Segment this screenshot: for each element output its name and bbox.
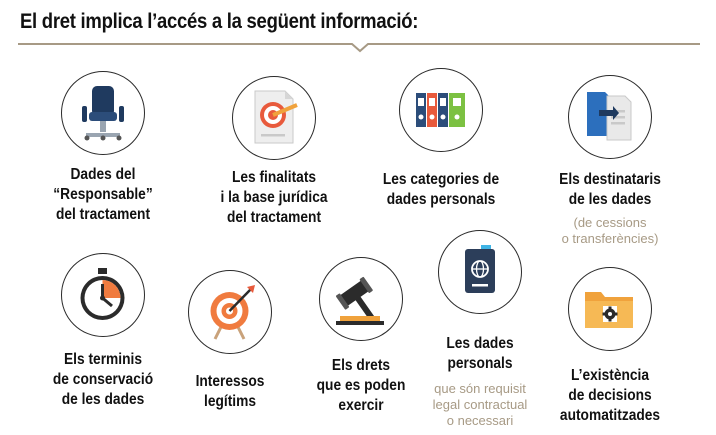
circle-decisions	[568, 267, 652, 351]
label-responsable: Dades del“Responsable”del tractament	[53, 166, 153, 223]
circle-interessos	[188, 270, 272, 354]
folder-gear-icon	[585, 292, 633, 328]
circle-dades-personals	[438, 230, 522, 314]
page-title: El dret implica l’accés a la següent inf…	[20, 10, 419, 33]
binders-icon	[416, 93, 465, 127]
office-chair-icon	[82, 86, 124, 141]
circle-drets	[319, 257, 403, 341]
bullseye-arrow-icon	[210, 285, 255, 340]
gavel-icon	[335, 276, 384, 325]
title-underline	[18, 43, 700, 53]
circle-terminis	[61, 253, 145, 337]
target-document-icon	[254, 90, 298, 144]
circle-finalitats	[232, 76, 316, 160]
circle-responsable	[61, 71, 145, 155]
circle-destinataris	[568, 75, 652, 159]
passport-icon	[465, 245, 495, 293]
circle-categories	[399, 68, 483, 152]
document-transfer-icon	[587, 92, 632, 141]
stopwatch-icon	[80, 268, 125, 320]
